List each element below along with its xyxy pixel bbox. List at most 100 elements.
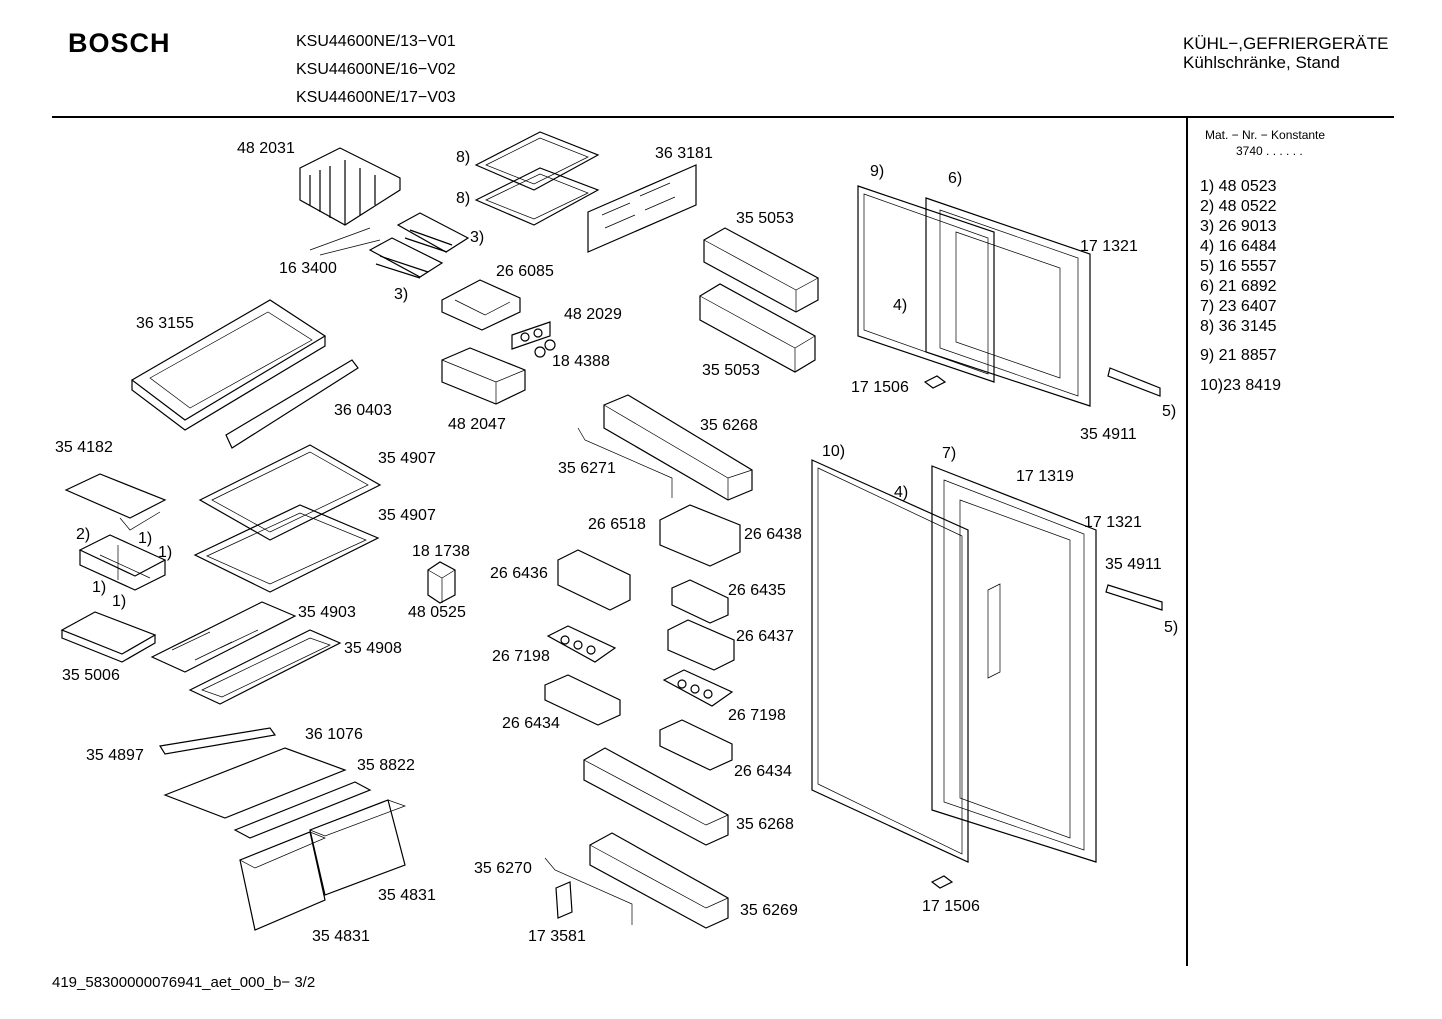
- part-cover-plate-large: [163, 747, 347, 819]
- part-knobs: [534, 339, 556, 358]
- label-26-7198-right: 26 7198: [728, 707, 786, 724]
- part-door-handle-upper: [1107, 367, 1161, 397]
- category-title: KÜHL−,GEFRIERGERÄTE: [1183, 34, 1389, 53]
- part-lower-door: [931, 465, 1097, 863]
- material-item-4: 4) 16 6484: [1200, 238, 1277, 255]
- part-door-rack-middle: [583, 747, 729, 846]
- material-item-8: 8) 36 3145: [1200, 318, 1277, 335]
- material-item-10: 10)23 8419: [1200, 377, 1281, 394]
- label-35-4908: 35 4908: [344, 640, 402, 657]
- model-line-1: KSU44600NE/13−V01: [296, 33, 456, 50]
- side-panel-divider: [1186, 118, 1188, 966]
- part-door-hinge-bracket: [987, 583, 1001, 679]
- label-18-1738: 18 1738: [412, 543, 470, 560]
- part-door-bin-6436: [557, 549, 631, 611]
- part-ice-cube-tray-lower: [368, 237, 444, 279]
- part-shallow-tray: [60, 611, 157, 663]
- part-cover-plate: [587, 164, 697, 253]
- callout-9: 9): [870, 163, 885, 180]
- part-lower-door-gasket: [811, 459, 969, 863]
- part-clip: [555, 881, 573, 919]
- callout-3-lower: 3): [394, 286, 409, 303]
- material-item-1: 1) 48 0523: [1200, 178, 1277, 195]
- label-36-3155: 36 3155: [136, 315, 194, 332]
- part-egg-tray-right: [662, 669, 734, 707]
- callout-2: 2): [76, 526, 91, 543]
- label-26-6518: 26 6518: [588, 516, 646, 533]
- callout-8-upper: 8): [456, 149, 471, 166]
- label-17-1506-lower: 17 1506: [922, 898, 980, 915]
- part-divider-insert: [78, 534, 167, 591]
- part-crisper-drawer-left: [239, 831, 326, 931]
- part-ice-tray-holder: [299, 147, 401, 226]
- label-35-6268-lower: 35 6268: [736, 816, 794, 833]
- document-footer-id: 419_58300000076941_aet_000_b− 3/2: [52, 974, 316, 991]
- label-18-4388: 18 4388: [552, 353, 610, 370]
- part-hinge-cover-top: [923, 375, 947, 389]
- label-48-2047: 48 2047: [448, 416, 506, 433]
- label-35-8822: 35 8822: [357, 757, 415, 774]
- label-26-7198-left: 26 7198: [492, 648, 550, 665]
- label-17-1321-lower: 17 1321: [1084, 514, 1142, 531]
- model-line-3: KSU44600NE/17−V03: [296, 89, 456, 106]
- callout-7: 7): [942, 445, 957, 462]
- material-item-3: 3) 26 9013: [1200, 218, 1277, 235]
- label-36-3181: 36 3181: [655, 145, 713, 162]
- part-front-strip: [225, 359, 359, 449]
- part-door-rack-lower: [589, 832, 729, 929]
- part-upper-door-gasket: [857, 185, 995, 383]
- callout-1-d: 1): [112, 593, 127, 610]
- label-35-4907-upper: 35 4907: [378, 450, 436, 467]
- category-subtitle: Kühlschränke, Stand: [1183, 53, 1340, 72]
- label-16-3400: 16 3400: [279, 260, 337, 277]
- label-35-4897: 35 4897: [86, 747, 144, 764]
- part-upper-door: [925, 197, 1091, 407]
- label-35-5006: 35 5006: [62, 667, 120, 684]
- label-48-0525: 48 0525: [408, 604, 466, 621]
- label-48-2031: 48 2031: [237, 140, 295, 157]
- label-35-4907-lower: 35 4907: [378, 507, 436, 524]
- part-control-panel: [511, 321, 551, 350]
- exploded-parts-diagram: [60, 131, 1163, 931]
- label-26-6438: 26 6438: [744, 526, 802, 543]
- part-shelf-frame: [150, 601, 297, 673]
- material-item-5: 5) 16 5557: [1200, 258, 1277, 275]
- label-17-1506-upper: 17 1506: [851, 379, 909, 396]
- label-35-6271: 35 6271: [558, 460, 616, 477]
- label-17-1319: 17 1319: [1016, 468, 1074, 485]
- part-door-rack-upper: [603, 394, 753, 501]
- part-tray-cover: [64, 473, 167, 531]
- part-grid-shelf-upper: [474, 131, 600, 191]
- part-small-cube: [427, 561, 456, 604]
- part-door-shelf-upper: [703, 227, 819, 313]
- side-panel-constant: 3740 . . . . . .: [1236, 144, 1303, 158]
- label-26-6434-right: 26 6434: [734, 763, 792, 780]
- label-35-6268-upper: 35 6268: [700, 417, 758, 434]
- side-panel-heading: Mat. − Nr. − Konstante: [1205, 128, 1326, 142]
- label-26-6436: 26 6436: [490, 565, 548, 582]
- label-17-1321-upper: 17 1321: [1080, 238, 1138, 255]
- part-butter-box-left: [544, 674, 621, 726]
- material-item-2: 2) 48 0522: [1200, 198, 1277, 215]
- callout-1-c: 1): [92, 579, 107, 596]
- callout-4-upper: 4): [893, 297, 908, 314]
- part-door-shelf-lower: [699, 283, 816, 373]
- part-small-drawer: [441, 347, 526, 405]
- brand-logo: BOSCH: [68, 28, 171, 58]
- label-35-6270: 35 6270: [474, 860, 532, 877]
- callout-1-a: 1): [138, 530, 153, 547]
- label-26-6434-left: 26 6434: [502, 715, 560, 732]
- part-ice-cube-tray-upper: [396, 212, 470, 253]
- label-35-5053-upper: 35 5053: [736, 210, 794, 227]
- label-35-4911-upper: 35 4911: [1080, 426, 1137, 443]
- label-26-6085: 26 6085: [496, 263, 554, 280]
- label-48-2029: 48 2029: [564, 306, 622, 323]
- part-glass-plate: [188, 629, 342, 705]
- part-butter-box-right: [659, 719, 733, 771]
- callout-5-lower: 5): [1164, 619, 1179, 636]
- part-door-bin-6437: [667, 619, 735, 671]
- callout-4-lower: 4): [894, 484, 909, 501]
- label-35-4831-right: 35 4831: [378, 887, 436, 904]
- material-item-6: 6) 21 6892: [1200, 278, 1277, 295]
- label-26-6435: 26 6435: [728, 582, 786, 599]
